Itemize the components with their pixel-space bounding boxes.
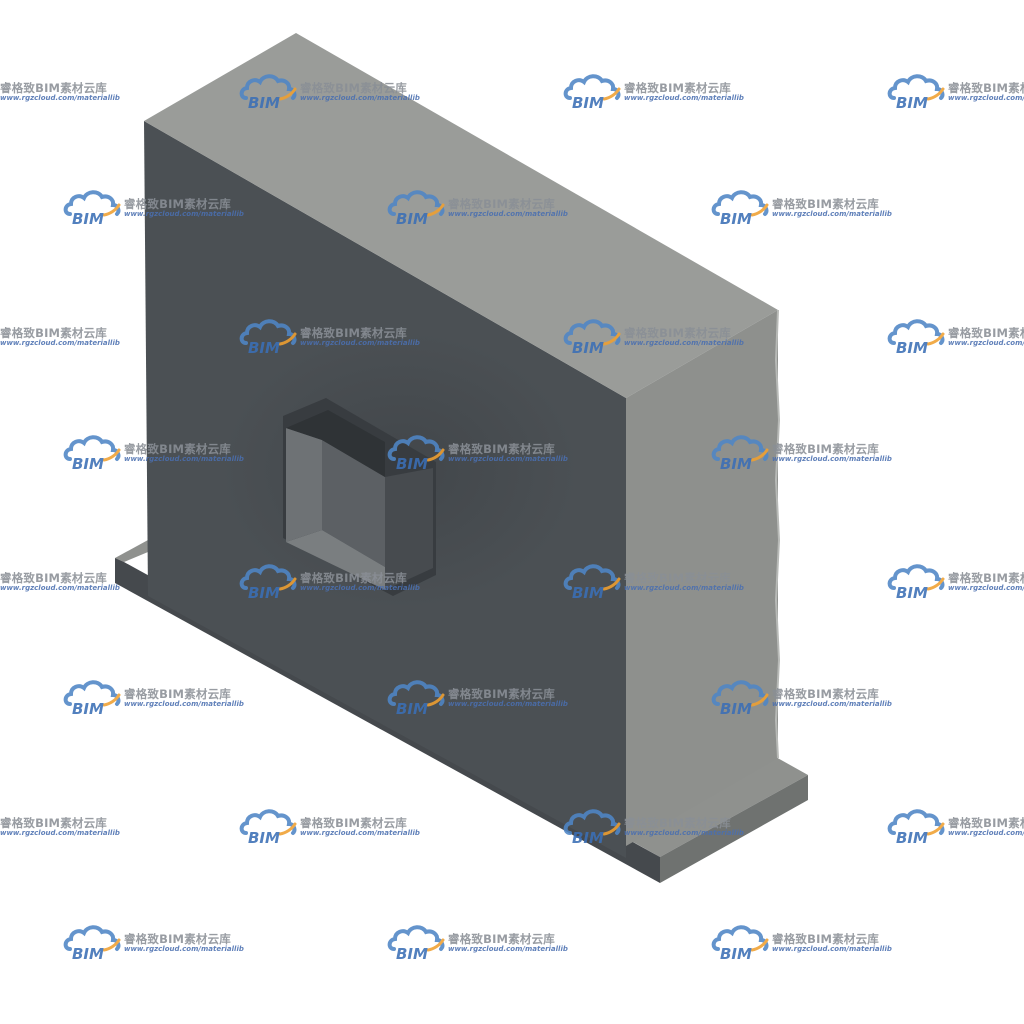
opening-inner-back [322, 440, 385, 567]
wall-side-face [626, 310, 778, 846]
base-slab-side [660, 775, 808, 883]
wall-side-edge [774, 309, 781, 759]
opening-right-jamb [385, 468, 433, 590]
base-slab-top-right [626, 756, 808, 857]
opening-inner-bottom [286, 530, 385, 590]
opening-inner-top [286, 410, 385, 477]
base-slab-top-left [115, 540, 148, 562]
wall-top-face [144, 33, 778, 398]
opening-inner-side [286, 428, 322, 542]
